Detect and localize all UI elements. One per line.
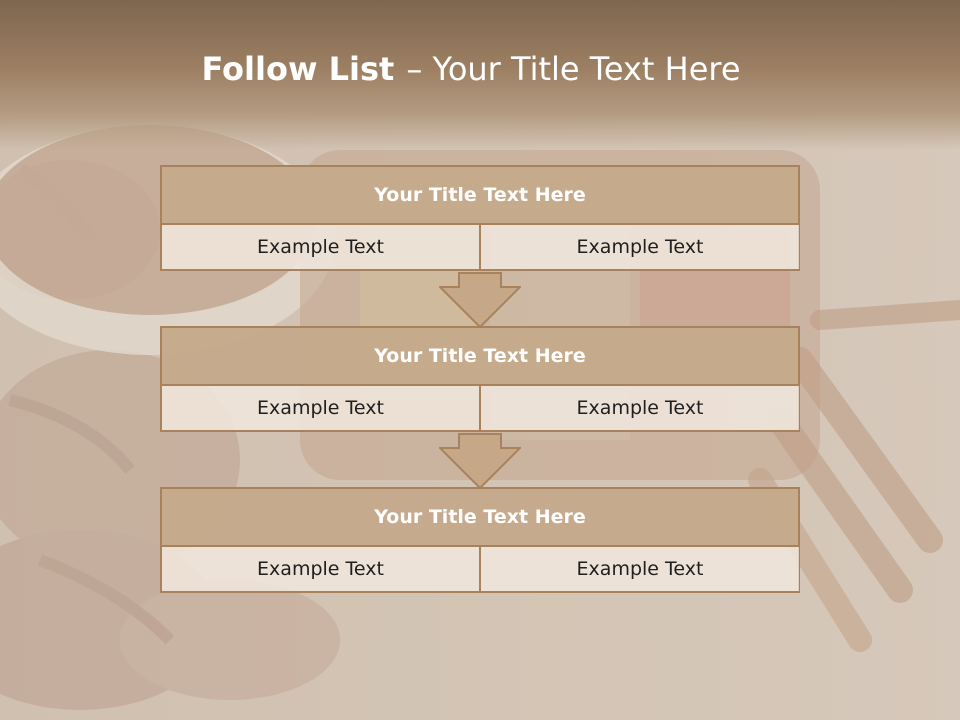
down-arrow-icon <box>439 272 521 328</box>
step-left-text: Example Text <box>162 547 481 591</box>
down-arrow-icon <box>439 433 521 489</box>
step-title: Your Title Text Here <box>162 167 798 225</box>
slide-title-rest: – Your Title Text Here <box>406 50 741 88</box>
step-title: Your Title Text Here <box>162 489 798 547</box>
slide-title-bold: Follow List <box>201 50 395 88</box>
step-box-2: Your Title Text Here Example Text Exampl… <box>160 326 800 432</box>
step-title: Your Title Text Here <box>162 328 798 386</box>
step-right-text: Example Text <box>481 386 799 430</box>
step-box-3: Your Title Text Here Example Text Exampl… <box>160 487 800 593</box>
step-right-text: Example Text <box>481 547 799 591</box>
step-left-text: Example Text <box>162 386 481 430</box>
slide-title: Follow List – Your Title Text Here <box>0 50 942 88</box>
step-left-text: Example Text <box>162 225 481 269</box>
step-right-text: Example Text <box>481 225 799 269</box>
title-bar <box>0 0 960 150</box>
step-box-1: Your Title Text Here Example Text Exampl… <box>160 165 800 271</box>
cinnamon-sticks-shape <box>748 300 960 652</box>
